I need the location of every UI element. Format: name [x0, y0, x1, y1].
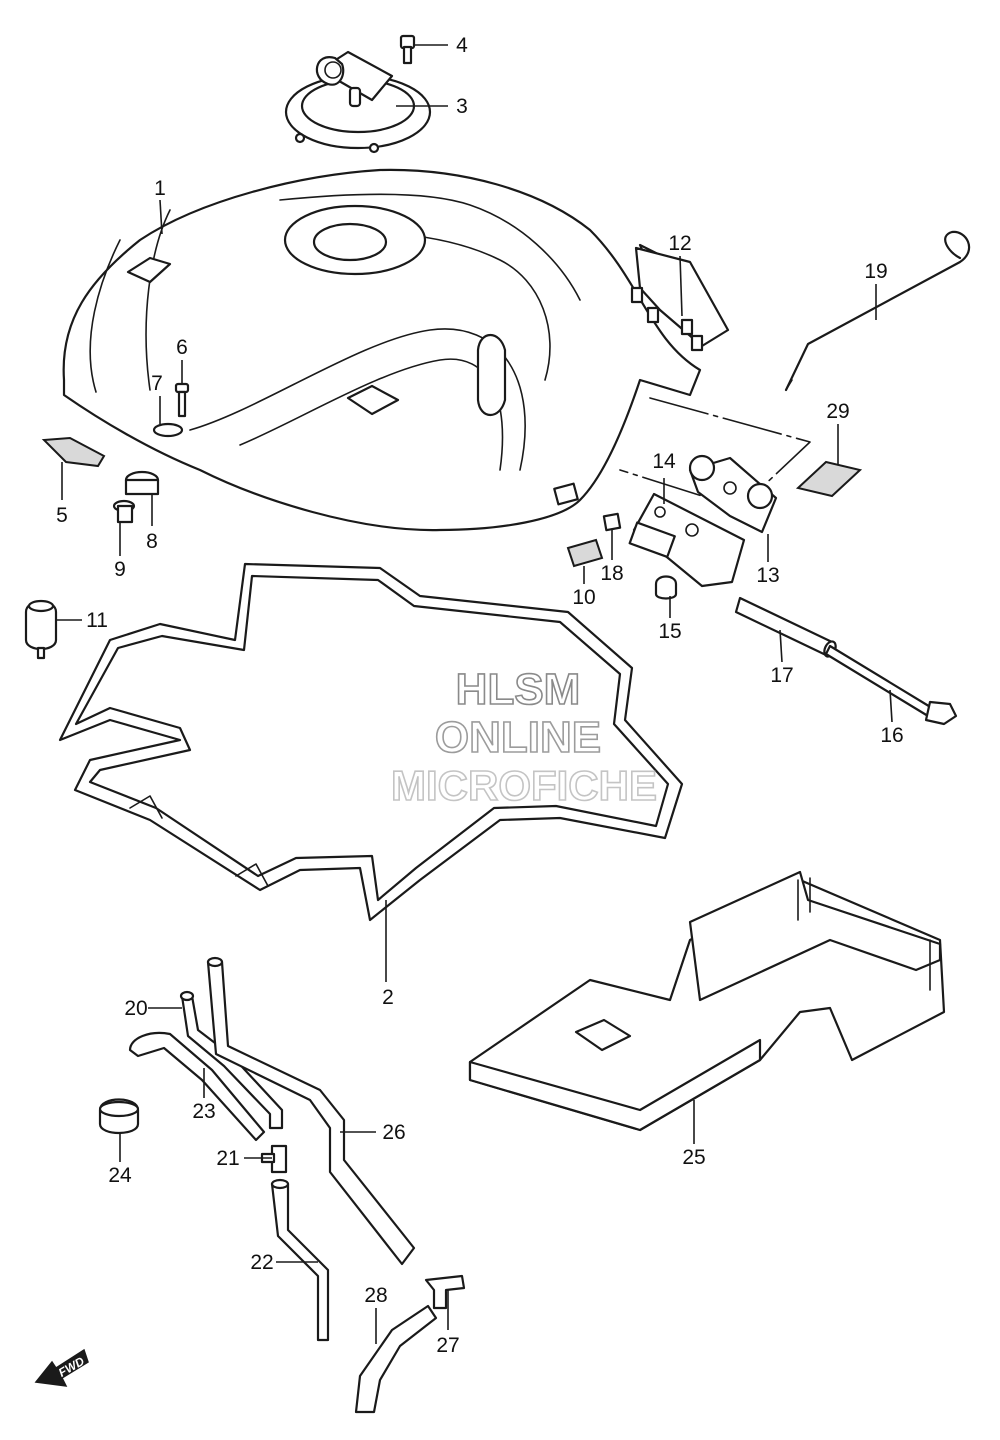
- callout-26[interactable]: 26: [382, 1121, 405, 1144]
- callout-5[interactable]: 5: [56, 504, 68, 527]
- hose[interactable]: [270, 1178, 330, 1342]
- callout-29[interactable]: 29: [826, 400, 849, 423]
- callout-7[interactable]: 7: [151, 372, 163, 395]
- fuel-tank[interactable]: [62, 168, 702, 532]
- hinge-bolt[interactable]: [824, 644, 958, 726]
- callout-14[interactable]: 14: [652, 450, 676, 473]
- cap-bolt[interactable]: [399, 34, 416, 65]
- tank-cushion[interactable]: [58, 562, 684, 922]
- callout-20[interactable]: 20: [124, 997, 147, 1020]
- forward-arrow-icon: FWD: [34, 1348, 89, 1387]
- callout-2[interactable]: 2: [382, 986, 394, 1009]
- clamp-ring[interactable]: [98, 1098, 140, 1135]
- callout-13[interactable]: 13: [756, 564, 779, 587]
- bushing[interactable]: [654, 575, 678, 600]
- collar[interactable]: [112, 499, 136, 524]
- callout-17[interactable]: 17: [770, 664, 793, 687]
- callout-23[interactable]: 23: [192, 1100, 215, 1123]
- grommet[interactable]: [124, 470, 160, 496]
- fuel-cap[interactable]: [284, 50, 432, 154]
- callout-22[interactable]: 22: [250, 1251, 273, 1274]
- callout-10[interactable]: 10: [572, 586, 595, 609]
- t-joint[interactable]: [424, 1274, 466, 1310]
- tank-pad[interactable]: [41, 436, 106, 468]
- prop-rod[interactable]: [784, 230, 971, 392]
- watermark-line-2: ONLINE: [435, 713, 601, 762]
- washer[interactable]: [152, 422, 184, 438]
- hose[interactable]: [354, 1304, 438, 1414]
- callout-25[interactable]: 25: [682, 1146, 705, 1169]
- label[interactable]: [566, 538, 604, 568]
- callout-27[interactable]: 27: [436, 1334, 459, 1357]
- watermark-line-3: MICROFICHE: [391, 762, 657, 809]
- pad[interactable]: [795, 460, 863, 498]
- callout-11[interactable]: 11: [86, 609, 108, 632]
- drain-hose[interactable]: [206, 956, 416, 1266]
- leader-lines: [56, 44, 893, 1344]
- callout-4[interactable]: 4: [456, 34, 468, 57]
- hinge-plate[interactable]: [628, 492, 746, 588]
- watermark-line-1: HLSM: [456, 665, 581, 714]
- callout-18[interactable]: 18: [600, 562, 623, 585]
- heat-shield-plate[interactable]: [468, 870, 946, 1132]
- callout-6[interactable]: 6: [176, 336, 188, 359]
- callout-28[interactable]: 28: [364, 1284, 387, 1307]
- callout-labels: 1 2 3 4 5 6 7 8 9 10 11 12 13 14 15 16 1…: [56, 34, 904, 1357]
- hose[interactable]: [128, 1031, 266, 1142]
- clip-nut[interactable]: [602, 512, 622, 532]
- callout-19[interactable]: 19: [864, 260, 887, 283]
- callout-16[interactable]: 16: [880, 724, 903, 747]
- callout-12[interactable]: 12: [668, 232, 691, 255]
- rubber-damper[interactable]: [24, 599, 58, 660]
- callout-15[interactable]: 15: [658, 620, 681, 643]
- watermark: HLSM ONLINE MICROFICHE: [390, 664, 658, 810]
- callout-24[interactable]: 24: [108, 1164, 132, 1187]
- callout-21[interactable]: 21: [216, 1147, 239, 1170]
- callout-3[interactable]: 3: [456, 95, 468, 118]
- hinge-bracket[interactable]: [688, 454, 778, 534]
- callout-8[interactable]: 8: [146, 530, 158, 553]
- callout-1[interactable]: 1: [154, 177, 166, 200]
- callout-9[interactable]: 9: [114, 558, 126, 581]
